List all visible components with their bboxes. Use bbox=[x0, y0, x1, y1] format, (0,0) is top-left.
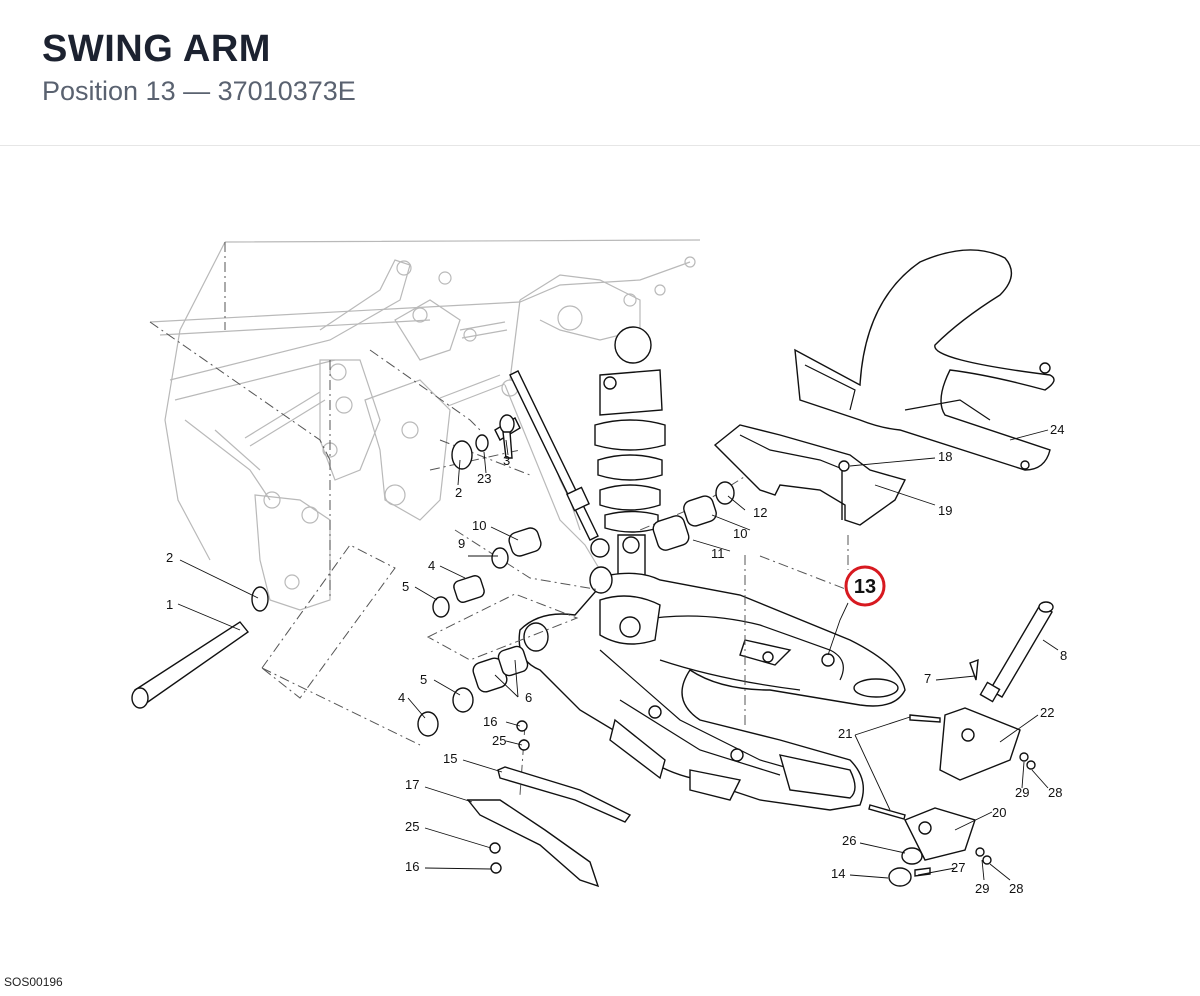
bushings bbox=[417, 417, 735, 737]
callout-25: 25 bbox=[405, 819, 419, 834]
upper-mount-parts bbox=[499, 414, 850, 520]
callout-1: 1 bbox=[166, 597, 173, 612]
chain-slider-and-guide bbox=[466, 720, 632, 888]
callout-20: 20 bbox=[992, 805, 1006, 820]
callout-21: 21 bbox=[838, 726, 852, 741]
wheel-axle bbox=[979, 601, 1054, 703]
exploded-diagram: 1 2 2 3 23 4 4 5 5 6 9 10 10 11 12 16 25… bbox=[0, 146, 1200, 991]
callout-10: 10 bbox=[733, 526, 747, 541]
frame-dash-lines bbox=[149, 242, 531, 600]
linkage-rod bbox=[509, 370, 610, 558]
page-subtitle: Position 13 — 37010373E bbox=[42, 76, 356, 107]
callout-15: 15 bbox=[443, 751, 457, 766]
highlighted-callout-13[interactable]: 13 bbox=[844, 565, 886, 607]
callout-4: 4 bbox=[428, 558, 435, 573]
callout-leaders bbox=[177, 429, 1059, 881]
part-number: 37010373E bbox=[217, 76, 356, 106]
callout-5: 5 bbox=[420, 672, 427, 687]
callout-28: 28 bbox=[1009, 881, 1023, 896]
chain-guard-plate bbox=[713, 424, 907, 526]
callout-5: 5 bbox=[402, 579, 409, 594]
swing-arm-body bbox=[518, 566, 906, 811]
callout-27: 27 bbox=[951, 860, 965, 875]
callout-23: 23 bbox=[477, 471, 491, 486]
callout-14: 14 bbox=[831, 866, 845, 881]
subtitle-separator: — bbox=[183, 76, 211, 106]
callout-25: 25 bbox=[492, 733, 506, 748]
callout-11: 11 bbox=[711, 546, 725, 561]
callout-22: 22 bbox=[1040, 705, 1054, 720]
callout-2: 2 bbox=[455, 485, 462, 500]
callout-3: 3 bbox=[503, 453, 510, 468]
frame-outline bbox=[149, 239, 701, 611]
callout-13: 13 bbox=[854, 576, 876, 598]
callout-16: 16 bbox=[405, 859, 419, 874]
callout-16: 16 bbox=[483, 714, 497, 729]
callout-10: 10 bbox=[472, 518, 486, 533]
callout-18: 18 bbox=[938, 449, 952, 464]
callout-29: 29 bbox=[1015, 785, 1029, 800]
callout-8: 8 bbox=[1060, 648, 1067, 663]
position-label: Position 13 bbox=[42, 76, 176, 106]
callout-29: 29 bbox=[975, 881, 989, 896]
page-title: SWING ARM bbox=[42, 28, 271, 70]
callout-28: 28 bbox=[1048, 785, 1062, 800]
callout-19: 19 bbox=[938, 503, 952, 518]
callout-2: 2 bbox=[166, 550, 173, 565]
pivot-shaft bbox=[131, 586, 269, 709]
callout-12: 12 bbox=[753, 505, 767, 520]
page-header: SWING ARM Position 13 — 37010373E bbox=[0, 0, 1200, 146]
callout-6: 6 bbox=[525, 690, 532, 705]
callout-17: 17 bbox=[405, 777, 419, 792]
callout-labels: 1 2 2 3 23 4 4 5 5 6 9 10 10 11 12 16 25… bbox=[166, 422, 1067, 896]
chain-guard bbox=[794, 249, 1055, 471]
swing-arm-drawing: 1 2 2 3 23 4 4 5 5 6 9 10 10 11 12 16 25… bbox=[131, 239, 1067, 896]
callout-9: 9 bbox=[458, 536, 465, 551]
callout-26: 26 bbox=[842, 833, 856, 848]
diagram-code: SOS00196 bbox=[4, 975, 63, 989]
callout-4: 4 bbox=[398, 690, 405, 705]
chain-adjusters bbox=[868, 658, 1036, 887]
callout-7: 7 bbox=[924, 671, 931, 686]
callout-24: 24 bbox=[1050, 422, 1064, 437]
